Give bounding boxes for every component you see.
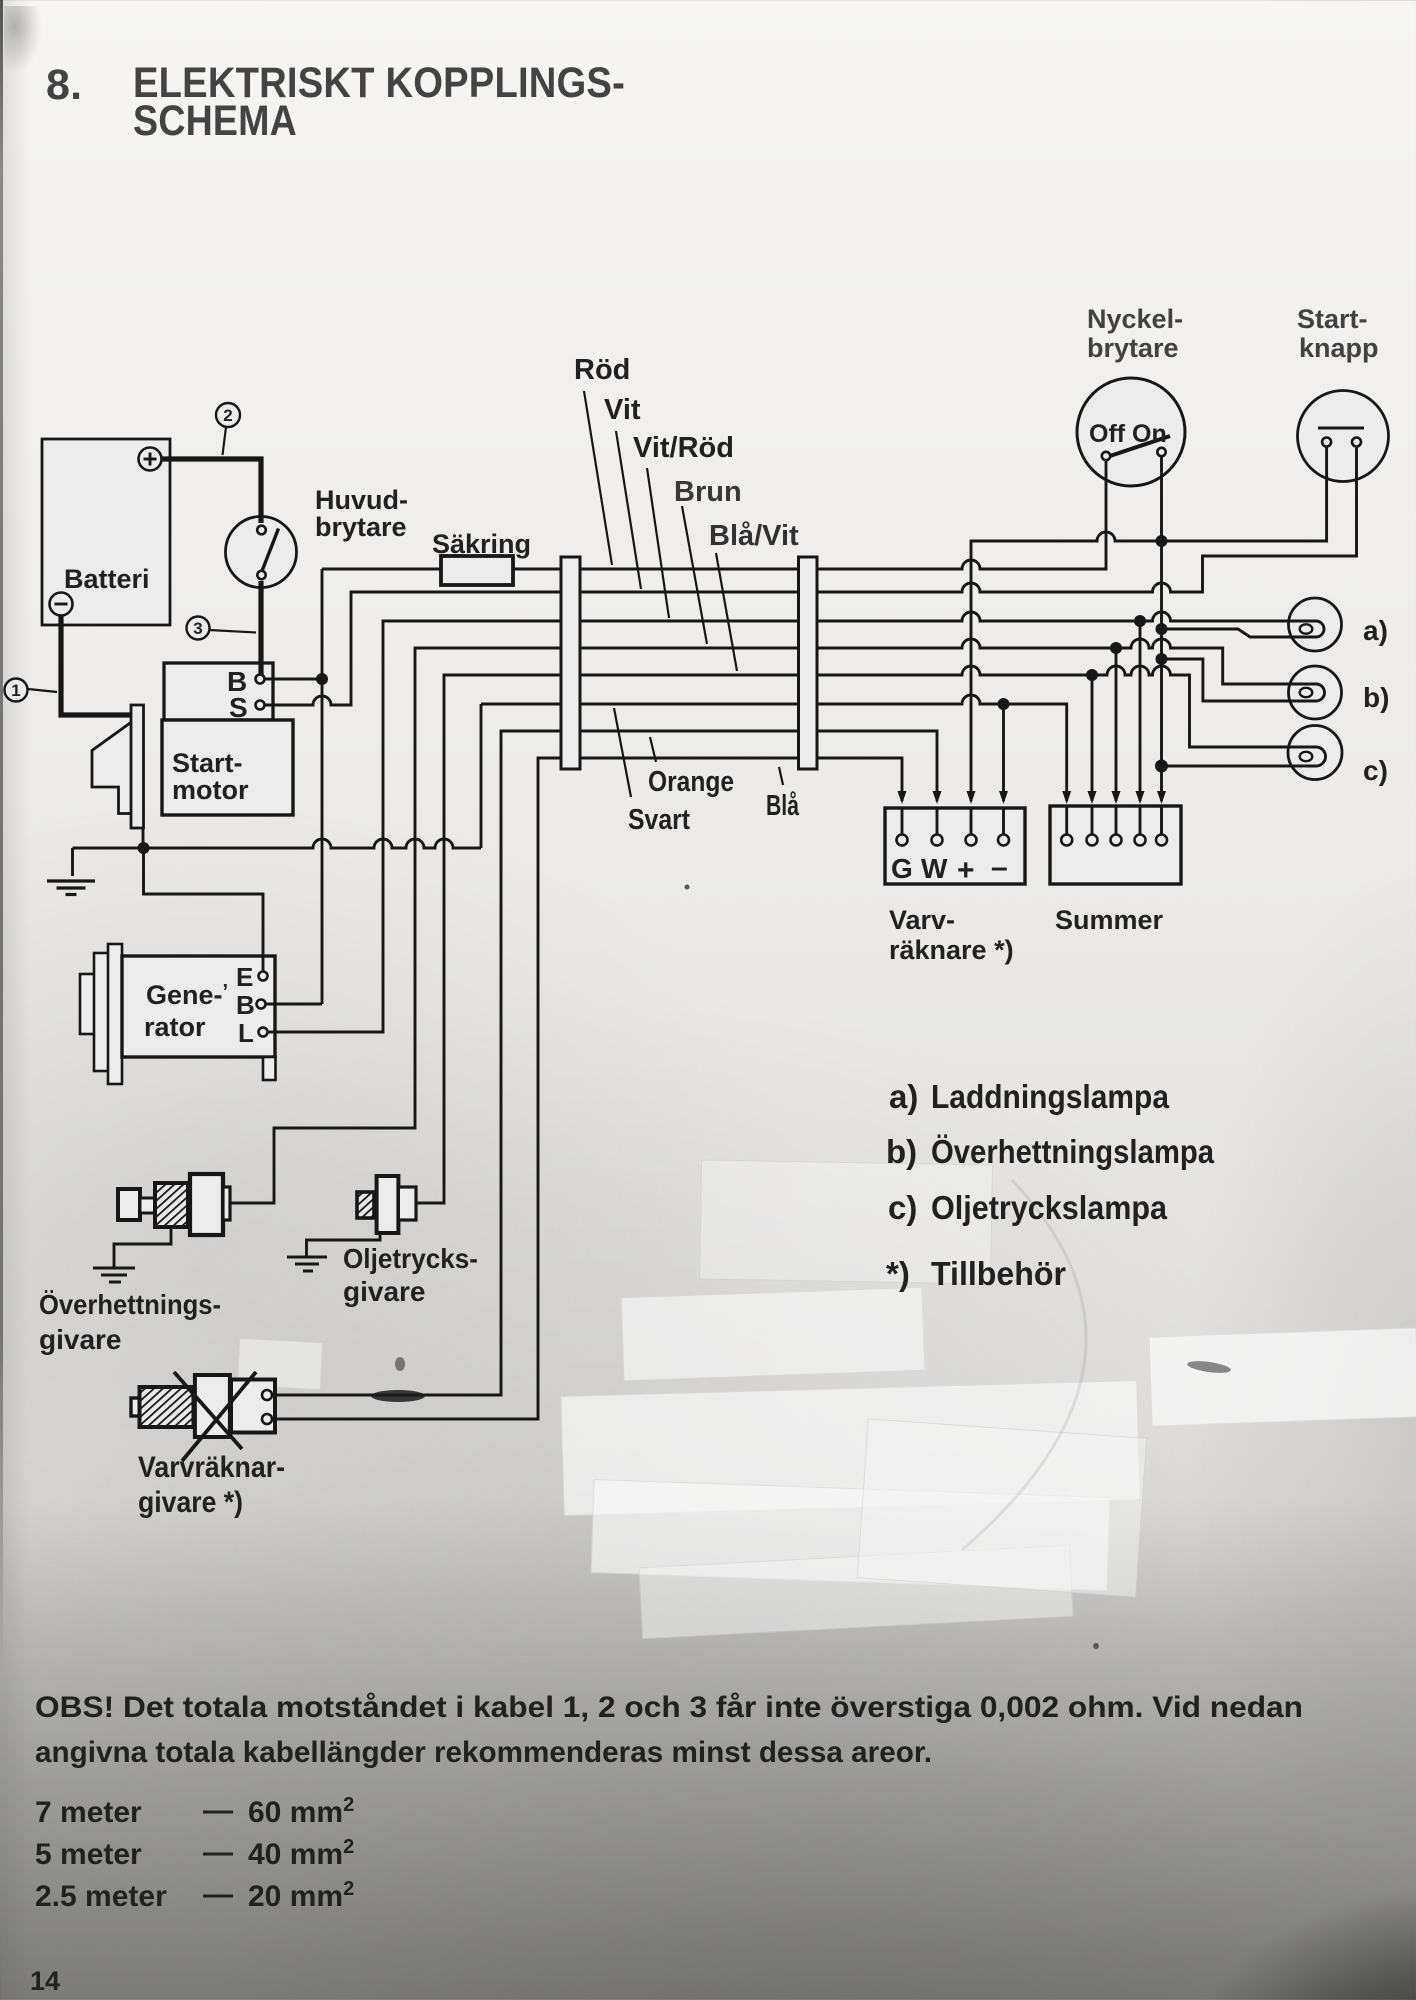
svg-text:20 mm2: 20 mm2 <box>248 1878 354 1913</box>
svg-text:Gene-’: Gene-’ <box>146 980 228 1010</box>
svg-text:7 meter: 7 meter <box>35 1796 142 1829</box>
svg-text:c): c) <box>888 1189 917 1226</box>
svg-text:givare: givare <box>343 1276 426 1307</box>
svg-text:Varv-: Varv- <box>889 905 955 935</box>
svg-text:—: — <box>203 1836 233 1869</box>
svg-text:Oljetrycks-: Oljetrycks- <box>343 1243 478 1274</box>
svg-text:8.: 8. <box>46 61 82 109</box>
svg-text:Varvräknar-: Varvräknar- <box>138 1451 285 1484</box>
svg-text:Blå/Vit: Blå/Vit <box>709 520 799 552</box>
svg-text:E: E <box>236 962 253 992</box>
svg-text:SCHEMA: SCHEMA <box>133 97 297 145</box>
svg-text:a): a) <box>1363 615 1388 646</box>
svg-text:givare *): givare *) <box>138 1486 243 1519</box>
svg-text:Blå: Blå <box>766 790 800 822</box>
svg-text:Off On: Off On <box>1089 420 1167 448</box>
svg-text:Start-: Start- <box>172 748 243 778</box>
svg-text:—: — <box>203 1794 233 1827</box>
svg-text:Röd: Röd <box>574 354 630 386</box>
svg-text:givare: givare <box>39 1324 122 1355</box>
svg-text:3: 3 <box>193 619 202 638</box>
svg-text:brytare: brytare <box>1087 333 1179 363</box>
svg-text:knapp: knapp <box>1299 333 1379 363</box>
svg-text:Säkring: Säkring <box>432 529 531 559</box>
svg-text:Start-: Start- <box>1297 304 1368 334</box>
svg-text:Brun: Brun <box>674 476 742 508</box>
svg-text:Nyckel-: Nyckel- <box>1087 304 1183 334</box>
svg-text:Överhettnings-: Överhettnings- <box>39 1289 221 1320</box>
svg-text:W: W <box>921 853 948 884</box>
svg-text:+: + <box>957 854 975 887</box>
svg-text:—: — <box>203 1878 233 1911</box>
svg-text:40 mm2: 40 mm2 <box>248 1836 354 1871</box>
svg-text:G: G <box>891 853 913 884</box>
svg-text:motor: motor <box>172 775 249 805</box>
svg-text:2.5 meter: 2.5 meter <box>35 1880 167 1913</box>
svg-text:1: 1 <box>11 681 20 700</box>
svg-text:Batteri: Batteri <box>64 564 150 594</box>
svg-text:b): b) <box>1363 682 1389 713</box>
svg-text:a): a) <box>889 1078 918 1115</box>
svg-text:Svart: Svart <box>628 804 690 836</box>
svg-text:ELEKTRISKT KOPPLINGS-: ELEKTRISKT KOPPLINGS- <box>133 59 625 107</box>
svg-text:c): c) <box>1363 755 1388 786</box>
svg-text:B: B <box>227 666 247 697</box>
svg-text:14: 14 <box>30 1966 60 1996</box>
svg-text:brytare: brytare <box>315 512 407 542</box>
svg-text:2: 2 <box>223 406 232 425</box>
svg-text:Laddningslampa: Laddningslampa <box>931 1078 1170 1115</box>
svg-text:Vit: Vit <box>604 394 641 426</box>
svg-text:S: S <box>229 692 248 723</box>
svg-text:Överhettningslampa: Överhettningslampa <box>931 1133 1215 1170</box>
svg-text:rator: rator <box>144 1012 206 1042</box>
svg-text:5 meter: 5 meter <box>35 1838 142 1871</box>
svg-text:Oljetryckslampa: Oljetryckslampa <box>931 1189 1168 1226</box>
svg-text:L: L <box>238 1018 254 1048</box>
svg-text:räknare *): räknare *) <box>889 935 1014 965</box>
svg-text:*): *) <box>886 1255 910 1292</box>
svg-text:b): b) <box>886 1133 917 1170</box>
svg-text:OBS! Det totala motståndet i: OBS! Det totala motståndet i kabel 1, 2 … <box>35 1691 1303 1724</box>
svg-text:Orange: Orange <box>648 766 734 798</box>
svg-text:angivna totala kabellängder re: angivna totala kabellängder rekommendera… <box>35 1736 932 1769</box>
svg-text:Vit/Röd: Vit/Röd <box>633 432 734 464</box>
svg-text:Tillbehör: Tillbehör <box>931 1255 1066 1292</box>
svg-text:Summer: Summer <box>1055 905 1164 935</box>
svg-text:Huvud-: Huvud- <box>315 485 408 515</box>
svg-text:B: B <box>236 990 255 1020</box>
svg-text:60 mm2: 60 mm2 <box>248 1794 354 1829</box>
svg-text:–: – <box>991 851 1008 884</box>
